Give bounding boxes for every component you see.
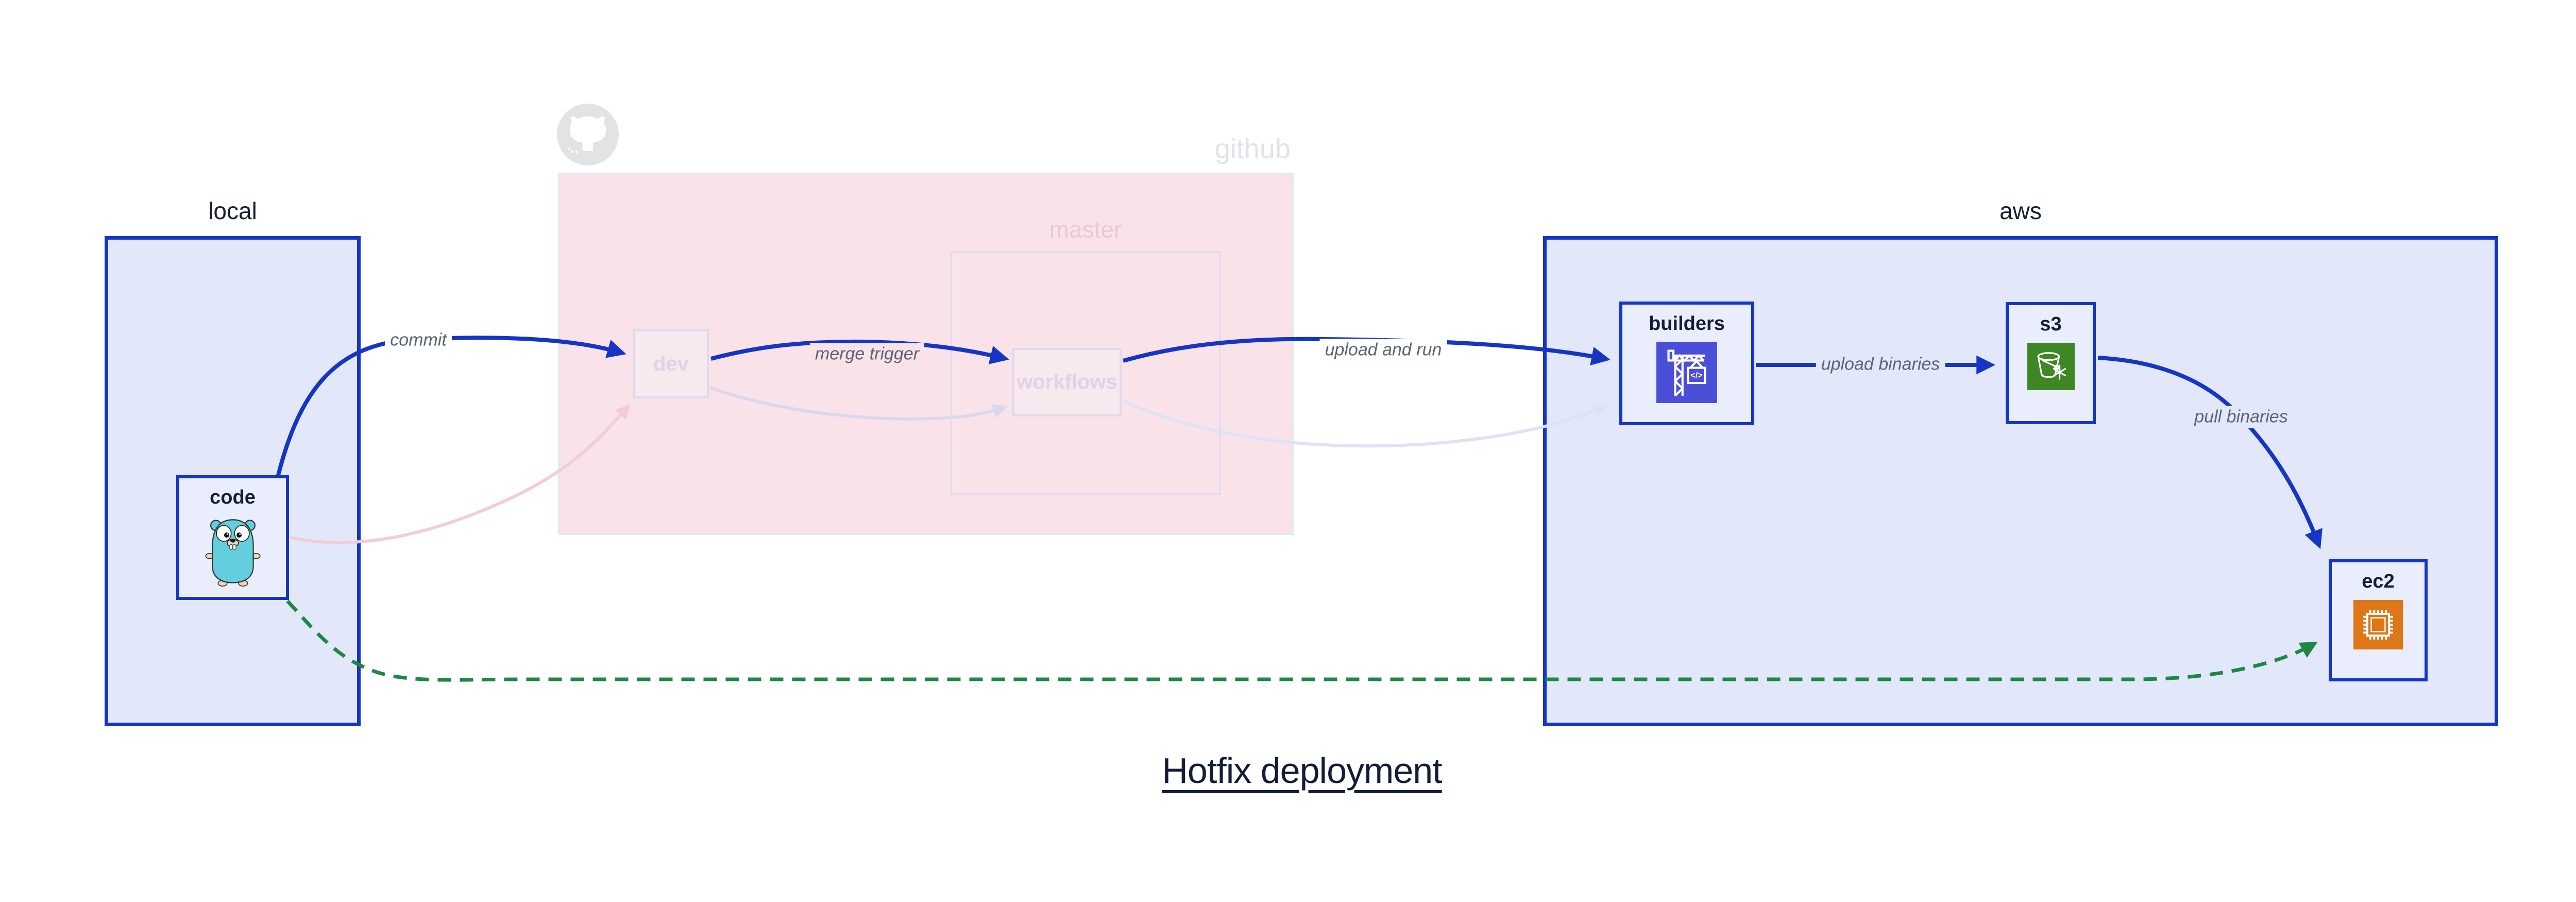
github-region-label: github: [1214, 133, 1291, 164]
edge-label-merge-trigger: merge trigger: [809, 343, 925, 365]
edge-label-upload-binaries: upload binaries: [1816, 353, 1945, 376]
node-dev-label: dev: [653, 352, 689, 375]
edge-dev-workflows-faded: [709, 386, 1008, 421]
aws-ec2-icon: [2353, 600, 2403, 649]
node-workflows-label: workflows: [1016, 371, 1117, 393]
node-ec2: ec2: [2329, 559, 2428, 681]
github-octocat-icon: [557, 104, 619, 165]
node-builders: builders </>: [1619, 302, 1754, 425]
aws-s3-glacier-icon: [2027, 343, 2075, 390]
edge-commit: [276, 336, 626, 476]
edge-code-dev-faded: [289, 404, 631, 544]
node-code-label: code: [210, 487, 256, 508]
aws-region-label: aws: [1999, 197, 2042, 224]
master-branch-label: master: [1049, 216, 1122, 243]
edge-workflows-builders-faded: [1122, 399, 1607, 448]
diagram-title: Hotfix deployment: [1162, 750, 1442, 791]
node-ec2-label: ec2: [2362, 571, 2395, 592]
node-builders-label: builders: [1649, 313, 1725, 335]
aws-codebuild-icon: </>: [1656, 342, 1717, 403]
master-branch-box: [950, 251, 1221, 495]
node-code: code: [176, 475, 289, 600]
edge-label-commit: commit: [385, 329, 452, 352]
node-dev: dev: [633, 329, 709, 398]
edge-hotfix-dashed: [286, 599, 2318, 682]
svg-text:</>: </>: [1690, 371, 1703, 380]
node-workflows: workflows: [1012, 348, 1122, 416]
edge-pull-binaries: [2097, 356, 2323, 549]
go-gopher-icon: [205, 519, 261, 587]
node-s3-label: s3: [2040, 313, 2062, 335]
edge-label-pull-binaries: pull binaries: [2189, 406, 2293, 428]
local-region-label: local: [208, 197, 257, 224]
edge-label-upload-and-run: upload and run: [1319, 339, 1447, 361]
node-s3: s3: [2006, 302, 2096, 424]
edge-merge-trigger: [710, 339, 1009, 364]
